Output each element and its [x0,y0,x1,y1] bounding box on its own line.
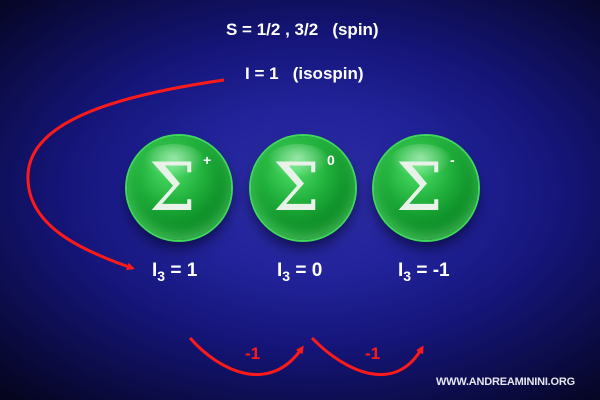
sigma-symbol: Σ [149,149,196,226]
watermark: WWW.ANDREAMININI.ORG [436,376,575,388]
sigma-plus-sphere: Σ + [127,136,231,240]
spin-label: S = 1/2 , 3/2 (spin) [226,20,379,39]
step-label-2: -1 [365,344,381,363]
isospin-arrow [26,78,225,271]
charge-label: 0 [327,152,335,168]
step-arrow-2 [310,336,424,377]
sigma-minus-sphere: Σ - [374,136,478,240]
sigma-symbol: Σ [273,149,320,226]
sigma-symbol: Σ [396,149,443,226]
isospin-label: I = 1 (isospin) [245,64,364,83]
step-label-1: -1 [245,344,261,363]
step-arrow-1 [188,337,304,377]
charge-label: - [450,152,455,168]
sigma-zero-sphere: Σ 0 [251,136,355,240]
i3-minus-label: I3 = -1 [398,260,450,284]
i3-plus-label: I3 = 1 [152,260,198,284]
charge-label: + [203,152,212,168]
i3-zero-label: I3 = 0 [277,260,323,284]
